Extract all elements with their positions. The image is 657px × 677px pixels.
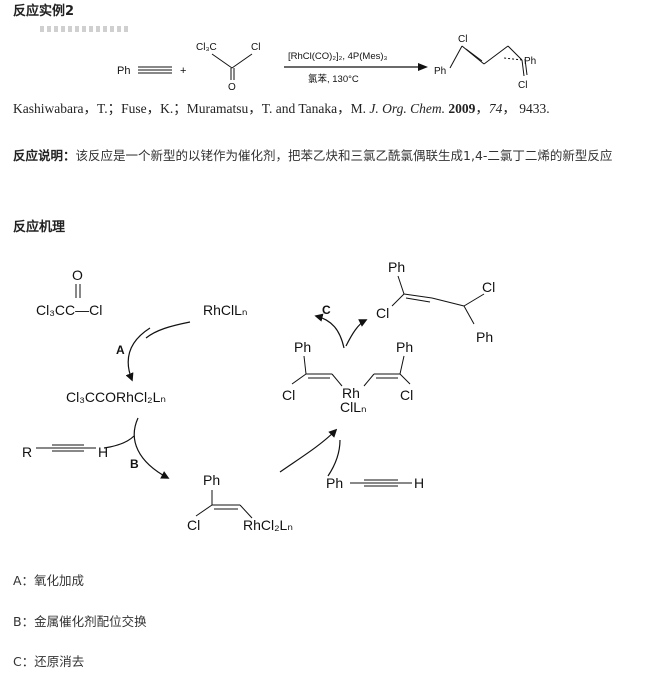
mech-arrow-insertion [279, 428, 338, 473]
mech-product-cl-top: Cl [482, 279, 495, 295]
product-cl-top: Cl [458, 34, 467, 45]
mech-catalyst: RhClLₙ [203, 302, 247, 318]
mech-product-cl-left: Cl [376, 305, 389, 321]
mech-vinyl-rh: RhCl₂Lₙ [243, 517, 293, 533]
mech-alkyne-r: R [22, 444, 32, 460]
reactant-ph-label: Ph [117, 65, 130, 77]
reaction-arrowhead [418, 63, 428, 71]
page-title: 反应实例2 [13, 4, 75, 19]
mech-bis-cl-right: Cl [400, 387, 413, 403]
mech-acyl-c-o-bond [75, 284, 81, 298]
mech-vinyl-cl: Cl [187, 517, 200, 533]
reactant2-cl: Cl [251, 42, 260, 53]
mech-intermediate-1: Cl₃CCORhCl₂Lₙ [66, 389, 166, 405]
mech-phenylacetylene-ph: Ph [326, 475, 343, 491]
label-c: C：还原消去 [13, 654, 85, 669]
citation-pages: 9433. [519, 101, 550, 116]
mech-arrow-b [133, 417, 170, 479]
citation-authors: Kashiwabara，T.；Fuse，K.；Muramatsu，T. and … [13, 101, 366, 116]
mech-phenylacetylene-h: H [414, 475, 424, 491]
mech-product-ph-top: Ph [388, 259, 405, 275]
mech-bis-rh: Rh [342, 385, 360, 401]
mech-alkyne-h: H [98, 444, 108, 460]
mech-product-skeleton [391, 275, 485, 325]
product-diene [449, 45, 528, 77]
mech-bis-ph-left: Ph [294, 339, 311, 355]
product-ph-right: Ph [524, 56, 536, 67]
product-cl-bottom: Cl [518, 80, 527, 91]
mech-step-b: B [130, 457, 139, 471]
mech-arrow-b-branch [103, 435, 135, 449]
mech-step-a: A [116, 343, 125, 357]
mechanism-diagram: O Cl₃CC—Cl RhClLₙ A Cl₃CCORhCl₂Lₙ R H B … [22, 259, 495, 533]
mech-arrow-c [314, 313, 345, 349]
reaction-scheme: Ph + Cl₃C Cl O [RhCl(CO)₂]₂, 4P(Mes)₃ 氯苯… [117, 34, 536, 93]
mech-bis-ph-right: Ph [396, 339, 413, 355]
mech-bis-skeleton [291, 355, 411, 387]
mech-alkyne-triple-bond [36, 444, 96, 452]
mech-acyl-chloride: Cl₃CC—Cl [36, 302, 102, 318]
mech-bis-rh-ligand: ClLₙ [340, 399, 367, 415]
label-b: B：金属催化剂配位交换 [13, 614, 147, 629]
mech-step-c: C [322, 303, 331, 317]
catalyst-label: [RhCl(CO)₂]₂, 4P(Mes)₃ [288, 51, 388, 62]
mech-arrow-insertion-branch [327, 439, 341, 477]
mechanism-heading: 反应机理 [13, 220, 66, 235]
citation-year: 2009 [448, 101, 476, 116]
mech-bis-cl-left: Cl [282, 387, 295, 403]
citation: Kashiwabara，T.；Fuse，K.；Muramatsu，T. and … [13, 101, 550, 116]
reactant2-o: O [228, 82, 236, 93]
description-label: 反应说明： [13, 148, 76, 163]
product-ph-left: Ph [434, 66, 446, 77]
mech-arrow-c-branch [345, 319, 368, 347]
mech-product-ph-bottom: Ph [476, 329, 493, 345]
reactant2-ccl3: Cl₃C [196, 42, 217, 53]
triple-bond [138, 66, 172, 74]
mech-vinyl-skeleton [195, 490, 253, 519]
mech-vinyl-ph: Ph [203, 472, 220, 488]
citation-volume: 74 [488, 101, 503, 116]
plus-sign: + [180, 65, 186, 77]
description-text: 该反应是一个新型的以铑作为催化剂，把苯乙炔和三氯乙酰氯偶联生成1,4-二氯丁二烯… [75, 148, 613, 163]
mech-acyl-o: O [72, 267, 83, 283]
mech-arrow-a-branch [145, 321, 191, 339]
reaction-description: 反应说明：该反应是一个新型的以铑作为催化剂，把苯乙炔和三氯乙酰氯偶联生成1,4-… [13, 142, 651, 169]
acyl-skeleton [211, 53, 253, 80]
citation-journal: J. Org. Chem. [369, 101, 445, 116]
mech-arrow-a [125, 327, 151, 382]
mech-phenylacetylene-triple-bond [350, 479, 412, 487]
label-a: A：氧化加成 [13, 573, 85, 588]
faded-scan-mark [40, 26, 130, 32]
conditions-label: 氯苯, 130°C [308, 73, 359, 85]
